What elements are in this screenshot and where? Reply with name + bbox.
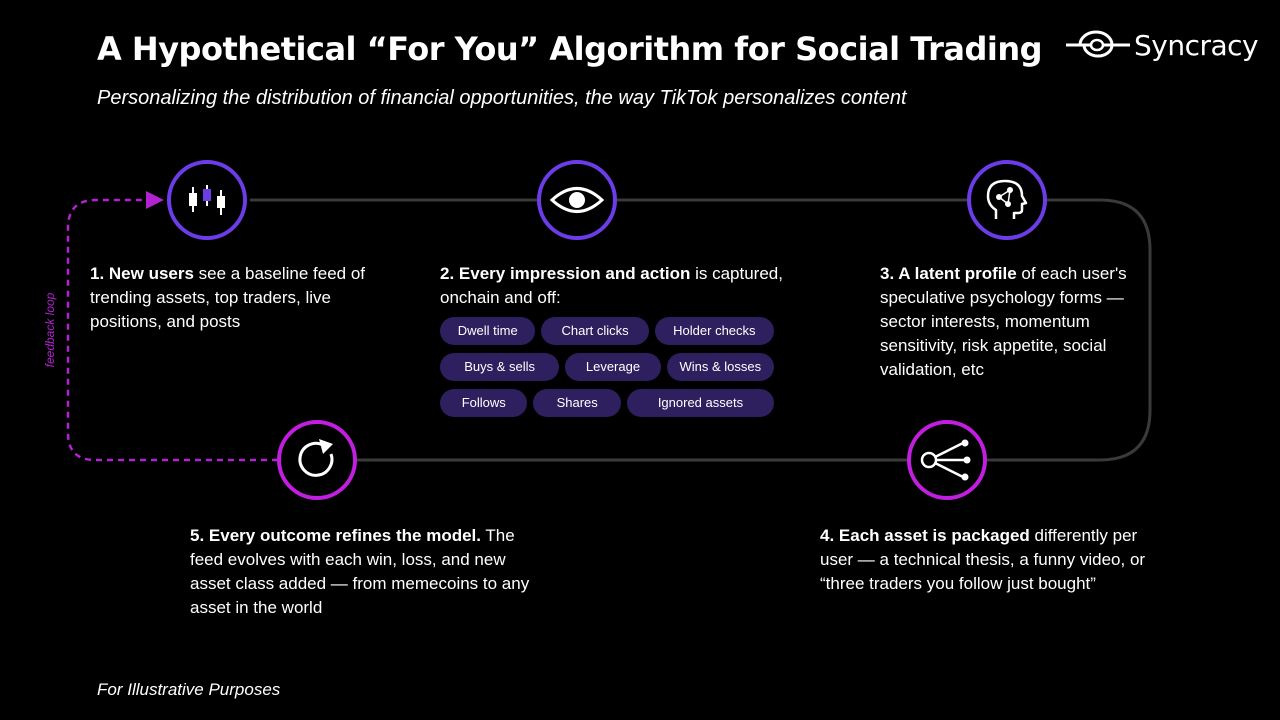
step-1-node <box>167 160 247 240</box>
brand-logo: Syncracy <box>1066 28 1259 62</box>
step-5-node <box>277 420 357 500</box>
feedback-arrowhead <box>146 191 164 209</box>
eye-icon <box>549 187 605 213</box>
signal-chip: Dwell time <box>440 317 536 345</box>
step-4-node <box>907 420 987 500</box>
chip-row: Dwell time Chart clicks Holder checks <box>440 317 780 345</box>
feedback-loop-line <box>66 198 278 462</box>
refresh-icon <box>298 439 334 477</box>
signal-chip: Follows <box>440 389 528 417</box>
signal-chip: Holder checks <box>654 317 774 345</box>
signal-chip: Shares <box>533 389 621 417</box>
step-1-text: 1. New users see a baseline feed of tren… <box>90 264 366 331</box>
chip-row: Follows Shares Ignored assets <box>440 389 780 417</box>
step-2-node <box>537 160 617 240</box>
main-flow-line <box>250 198 1152 462</box>
step-3-text: 3. A latent profile of each user's specu… <box>880 264 1127 379</box>
signal-chip: Ignored assets <box>626 389 774 417</box>
brain-head-icon <box>986 179 1028 219</box>
share-network-icon <box>920 439 971 481</box>
step-5-text: 5. Every outcome refines the model. The … <box>190 526 530 617</box>
chip-row: Buys & sells Leverage Wins & losses <box>440 353 780 381</box>
signal-chip: Wins & losses <box>666 353 774 381</box>
page-subtitle: Personalizing the distribution of financ… <box>97 87 907 109</box>
candlestick-chart-icon <box>189 185 225 215</box>
step-4-text: 4. Each asset is packaged differently pe… <box>820 526 1146 593</box>
step-2-text: 2. Every impression and action is captur… <box>440 264 783 307</box>
page-title: A Hypothetical “For You” Algorithm for S… <box>97 30 1043 68</box>
signal-chips: Dwell time Chart clicks Holder checks Bu… <box>440 317 780 425</box>
footer-note: For Illustrative Purposes <box>97 680 281 699</box>
feedback-loop-label: feedback loop <box>43 292 57 368</box>
signal-chip: Leverage <box>565 353 661 381</box>
brand-name: Syncracy <box>1134 28 1259 62</box>
signal-chip: Chart clicks <box>541 317 649 345</box>
syncracy-logo-icon <box>1066 30 1130 58</box>
step-3-node <box>967 160 1047 240</box>
signal-chip: Buys & sells <box>440 353 560 381</box>
